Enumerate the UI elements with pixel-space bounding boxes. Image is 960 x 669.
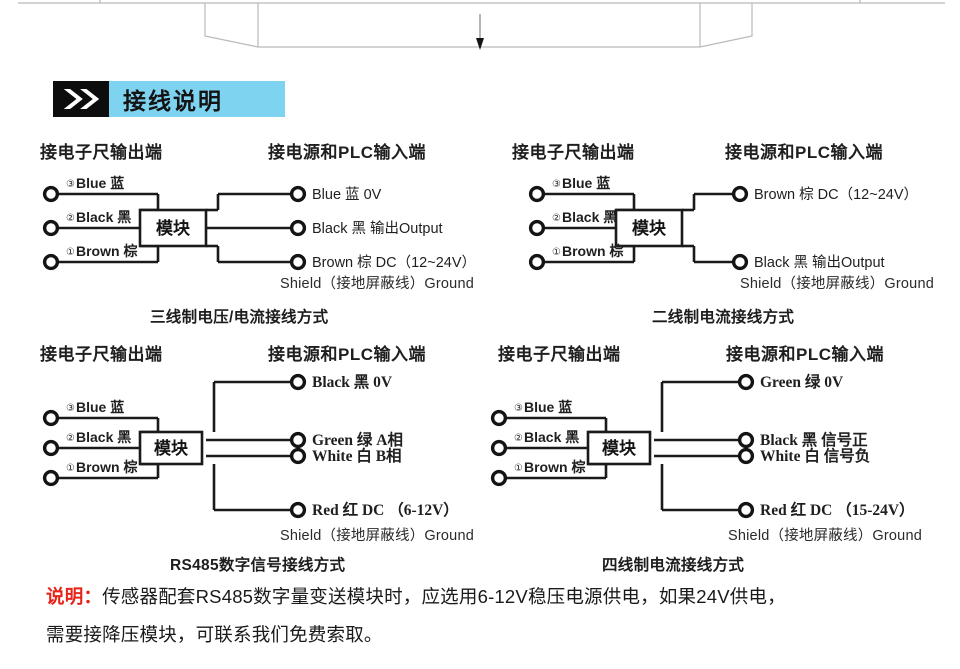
left-terminal-label-2: Black 黑	[76, 429, 131, 445]
shield-ground-note: Shield（接地屏蔽线）Ground	[280, 528, 474, 544]
left-terminal-num-1: ③	[514, 403, 523, 414]
diagram-heading-right: 接电源和PLC输入端	[726, 345, 884, 364]
module-label: 模块	[632, 218, 667, 238]
right-terminal-label-4: Red 红 DC （15-24V）	[760, 500, 915, 519]
right-terminal-label-1: Green 绿 0V	[760, 372, 844, 391]
left-terminal-num-3: ①	[552, 247, 561, 258]
left-terminal-num-2: ②	[66, 433, 75, 444]
left-terminal-label-1: Blue 蓝	[76, 175, 124, 191]
dimension-arrow	[476, 14, 484, 50]
terminal-dots-right	[731, 185, 749, 271]
diagram-four-wire-current: 接电子尺输出端 接电源和PLC输入端	[484, 340, 960, 574]
footer-note-label: 说明：	[46, 586, 103, 607]
diagram-heading-left: 接电子尺输出端	[40, 143, 163, 162]
wiring-schematic: ③ Blue 蓝 ② Black 黑 ① Brown 棕 模块 Brown 棕 …	[528, 175, 918, 271]
diagram-caption: RS485数字信号接线方式	[170, 557, 346, 574]
module-label: 模块	[602, 438, 637, 458]
diagram-two-wire-current: 接电子尺输出端 接电源和PLC输入端 ③ Bl	[512, 138, 960, 326]
left-terminal-label-2: Black 黑	[76, 209, 131, 225]
left-terminal-label-1: Blue 蓝	[562, 175, 610, 191]
terminal-dots-left	[42, 185, 60, 271]
left-terminal-num-3: ①	[66, 247, 75, 258]
diagram-caption: 二线制电流接线方式	[652, 309, 795, 326]
left-terminal-num-3: ①	[514, 463, 523, 474]
footer-note-line1: 传感器配套RS485数字量变送模块时，应选用6-12V稳压电源供电，如果24V供…	[102, 586, 786, 607]
diagram-heading-left: 接电子尺输出端	[512, 143, 635, 162]
left-terminal-label-1: Blue 蓝	[524, 399, 572, 415]
right-terminal-label-1: Black 黑 0V	[312, 373, 393, 391]
terminal-dots-left	[490, 409, 508, 487]
terminal-dots-right	[289, 185, 307, 271]
left-terminal-label-3: Brown 棕	[524, 459, 585, 475]
right-terminal-label-3: White 白 B相	[312, 446, 402, 465]
left-terminal-num-1: ③	[552, 179, 561, 190]
left-terminal-num-2: ②	[552, 213, 561, 224]
right-terminal-label-2: Black 黑 信号正	[760, 430, 868, 449]
diagram-heading-right: 接电源和PLC输入端	[268, 143, 426, 162]
right-terminal-label-2: Black 黑 输出Output	[754, 254, 885, 271]
product-technical-drawing	[18, 0, 945, 50]
shield-ground-note: Shield（接地屏蔽线）Ground	[740, 276, 934, 292]
diagram-rs485-digital-signal: 接电子尺输出端 接电源和PLC输入端	[40, 340, 510, 574]
diagram-three-wire-voltage-current: 接电子尺输出端 接电源和PLC输入端	[40, 138, 510, 326]
left-terminal-num-1: ③	[66, 403, 75, 414]
left-terminal-num-3: ①	[66, 463, 75, 474]
right-terminal-label-4: Red 红 DC （6-12V）	[312, 500, 459, 519]
left-terminal-label-1: Blue 蓝	[76, 399, 124, 415]
wiring-schematic: ③ Blue 蓝 ② Black 黑 ① Brown 棕 模块 Blue 蓝 0…	[42, 175, 476, 271]
section-banner: 接线说明	[53, 81, 285, 117]
double-chevron-right-icon	[53, 81, 109, 117]
shield-ground-note: Shield（接地屏蔽线）Ground	[280, 276, 474, 292]
wiring-schematic: ③ Blue 蓝 ② Black 黑 ① Brown 棕 模块 Green 绿 …	[490, 372, 915, 519]
module-label: 模块	[156, 218, 191, 238]
wiring-schematic: ③ Blue 蓝 ② Black 黑 ① Brown 棕 模块 Black 黑 …	[42, 373, 459, 519]
terminal-dots-right	[737, 373, 755, 519]
terminal-dots-right	[289, 373, 307, 519]
terminal-dots-left	[42, 409, 60, 487]
left-terminal-label-3: Brown 棕	[76, 459, 137, 475]
left-terminal-label-2: Black 黑	[524, 429, 579, 445]
section-title: 接线说明	[109, 81, 285, 117]
diagram-heading-right: 接电源和PLC输入端	[725, 143, 883, 162]
diagram-caption: 四线制电流接线方式	[602, 557, 745, 574]
right-terminal-label-1: Brown 棕 DC（12~24V）	[754, 186, 918, 203]
right-terminal-label-3: Brown 棕 DC（12~24V）	[312, 254, 476, 271]
right-terminal-label-2: Green 绿 A相	[312, 430, 403, 449]
diagram-heading-left: 接电子尺输出端	[498, 345, 621, 364]
right-terminal-label-2: Black 黑 输出Output	[312, 220, 443, 237]
shield-ground-note: Shield（接地屏蔽线）Ground	[728, 528, 922, 544]
left-terminal-num-2: ②	[514, 433, 523, 444]
diagram-heading-right: 接电源和PLC输入端	[268, 345, 426, 364]
left-terminal-label-3: Brown 棕	[76, 243, 137, 259]
right-terminal-label-3: White 白 信号负	[760, 446, 870, 465]
terminal-dots-left	[528, 185, 546, 271]
footer-note-line2: 需要接降压模块，可联系我们免费索取。	[46, 624, 383, 645]
left-terminal-label-2: Black 黑	[562, 209, 617, 225]
footer-note: 说明：传感器配套RS485数字量变送模块时，应选用6-12V稳压电源供电，如果2…	[46, 578, 936, 654]
diagram-caption: 三线制电压/电流接线方式	[150, 309, 329, 326]
left-terminal-label-3: Brown 棕	[562, 243, 623, 259]
left-terminal-num-2: ②	[66, 213, 75, 224]
left-terminal-num-1: ③	[66, 179, 75, 190]
right-terminal-label-1: Blue 蓝 0V	[312, 186, 382, 203]
module-label: 模块	[154, 438, 189, 458]
diagram-heading-left: 接电子尺输出端	[40, 345, 163, 364]
